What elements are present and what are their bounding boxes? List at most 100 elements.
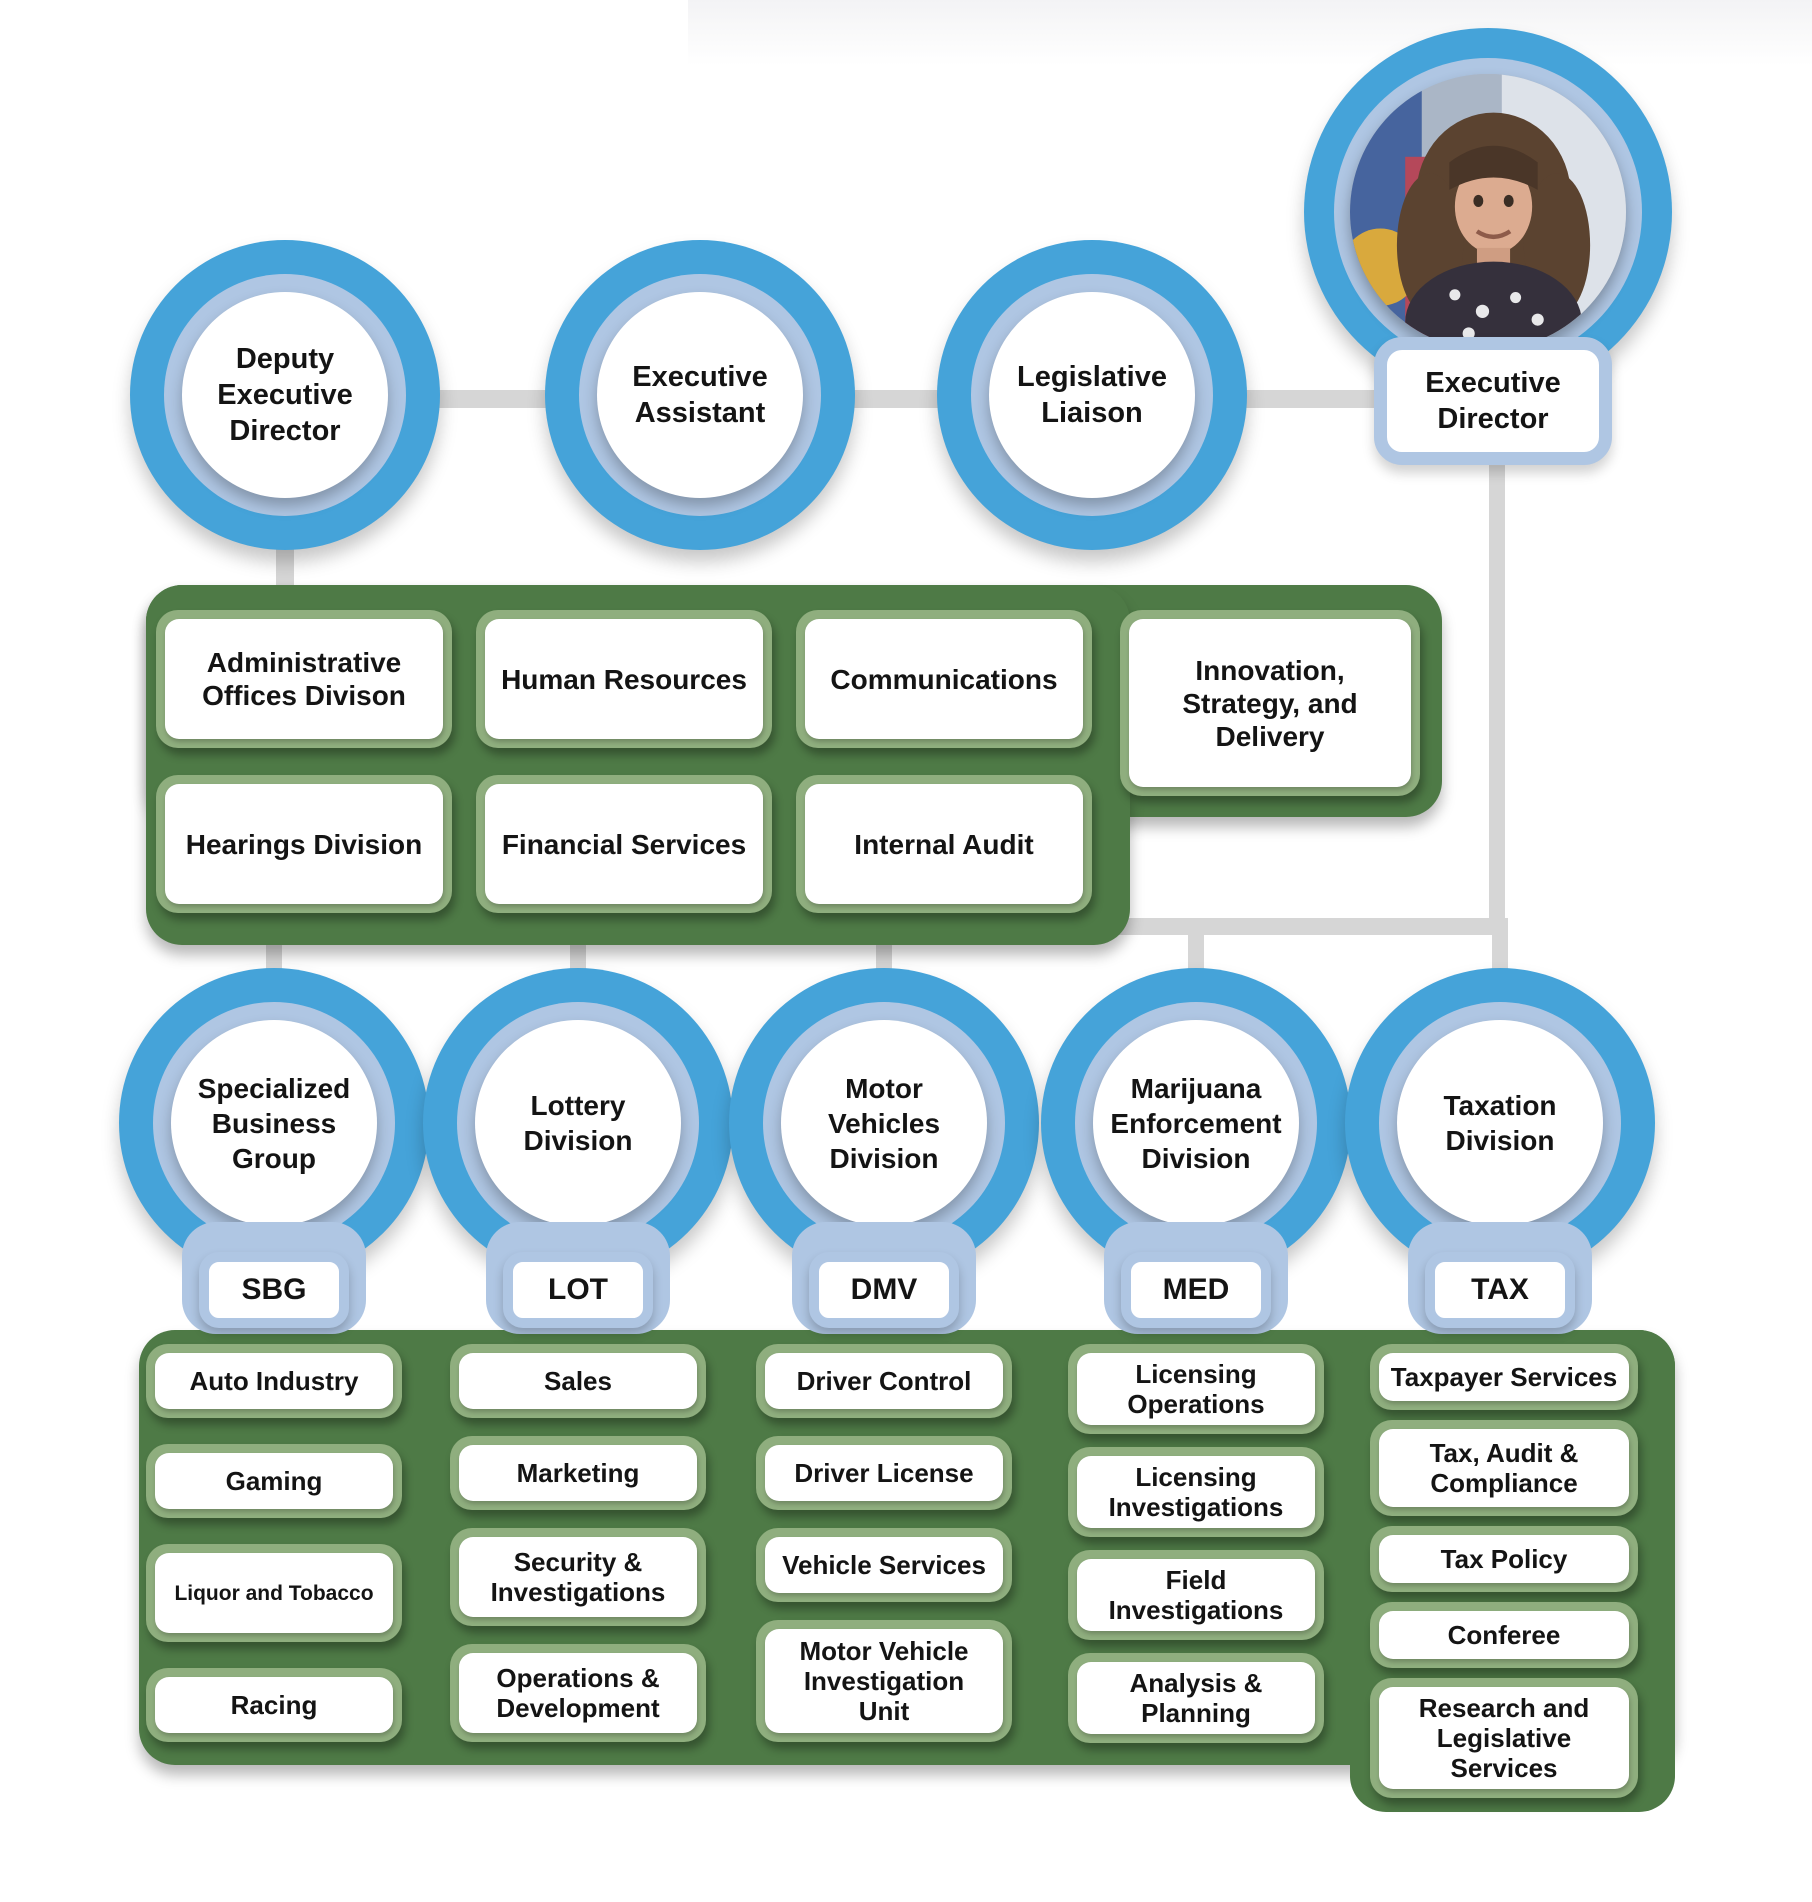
unit-driver-control: Driver Control: [756, 1344, 1012, 1418]
unit-label: Innovation, Strategy, and Delivery: [1182, 654, 1358, 752]
badge-dmv: DMV: [809, 1252, 959, 1328]
connector-executive-down: [1489, 450, 1505, 935]
unit-marketing: Marketing: [450, 1436, 706, 1510]
executive-director-photo-circle: [1304, 28, 1672, 396]
unit-racing: Racing: [146, 1668, 402, 1742]
unit-licensing-investigations: Licensing Investigations: [1068, 1447, 1324, 1537]
circle-marijuana-enforcement-division: Marijuana Enforcement Division: [1041, 968, 1351, 1278]
unit-label: Conferee: [1447, 1620, 1561, 1650]
circle-label: Legislative Liaison: [1017, 361, 1167, 429]
badge-label: TAX: [1471, 1273, 1529, 1306]
badge-label: DMV: [850, 1273, 918, 1306]
circle-inner-ring: Executive Assistant: [579, 274, 821, 516]
badge-label: LOT: [548, 1273, 608, 1306]
circle-label: Deputy Executive Director: [217, 343, 353, 447]
unit-label: Driver Control: [796, 1366, 972, 1396]
unit-label: Driver License: [794, 1458, 974, 1488]
circle-deputy-executive-director: Deputy Executive Director: [130, 240, 440, 550]
unit-operations-development: Operations & Development: [450, 1644, 706, 1742]
circle-core: Specialized Business Group: [171, 1020, 377, 1226]
page-top-strip: [688, 0, 1812, 66]
circle-core: Lottery Division: [475, 1020, 681, 1226]
circle-legislative-liaison: Legislative Liaison: [937, 240, 1247, 550]
circle-label: Executive Assistant: [632, 361, 768, 429]
badge-lot: LOT: [503, 1252, 653, 1328]
unit-field-investigations: Field Investigations: [1068, 1550, 1324, 1640]
unit-innovation-strategy-delivery: Innovation, Strategy, and Delivery: [1120, 610, 1420, 796]
circle-inner-ring: Specialized Business Group: [153, 1002, 395, 1244]
unit-label: Vehicle Services: [782, 1550, 986, 1580]
unit-communications: Communications: [796, 610, 1092, 748]
unit-tax-policy: Tax Policy: [1370, 1526, 1638, 1592]
circle-inner-ring: Lottery Division: [457, 1002, 699, 1244]
unit-label: Tax, Audit & Compliance: [1429, 1438, 1579, 1498]
unit-label: Licensing Operations: [1127, 1359, 1265, 1419]
unit-label: Human Resources: [501, 663, 747, 695]
unit-label: Racing: [230, 1690, 318, 1720]
unit-liquor-and-tobacco: Liquor and Tobacco: [146, 1544, 402, 1642]
portrait-image: [1350, 74, 1626, 350]
circle-core: Executive Assistant: [597, 292, 803, 498]
unit-security-investigations: Security & Investigations: [450, 1528, 706, 1626]
unit-hearings-division: Hearings Division: [156, 775, 452, 913]
executive-director-label: Executive Director: [1425, 367, 1561, 435]
circle-core: Deputy Executive Director: [182, 292, 388, 498]
unit-vehicle-services: Vehicle Services: [756, 1528, 1012, 1602]
unit-label: Auto Industry: [189, 1366, 359, 1396]
unit-label: Liquor and Tobacco: [174, 1581, 374, 1605]
unit-label: Licensing Investigations: [1108, 1462, 1284, 1522]
unit-label: Field Investigations: [1108, 1565, 1284, 1625]
circle-label: Motor Vehicles Division: [827, 1072, 941, 1174]
badge-sbg: SBG: [199, 1252, 349, 1328]
unit-label: Security & Investigations: [490, 1547, 666, 1607]
circle-lottery-division: Lottery Division: [423, 968, 733, 1278]
badge-tax: TAX: [1425, 1252, 1575, 1328]
circle-label: Taxation Division: [1443, 1090, 1557, 1156]
circle-inner-ring: Marijuana Enforcement Division: [1075, 1002, 1317, 1244]
badge-label: MED: [1162, 1273, 1230, 1306]
circle-core: Legislative Liaison: [989, 292, 1195, 498]
unit-gaming: Gaming: [146, 1444, 402, 1518]
unit-label: Operations & Development: [496, 1663, 660, 1723]
unit-driver-license: Driver License: [756, 1436, 1012, 1510]
unit-motor-vehicle-investigation-unit: Motor Vehicle Investigation Unit: [756, 1620, 1012, 1742]
unit-human-resources: Human Resources: [476, 610, 772, 748]
unit-label: Motor Vehicle Investigation Unit: [799, 1636, 969, 1726]
circle-label: Lottery Division: [523, 1090, 633, 1156]
circle-label: Specialized Business Group: [197, 1072, 351, 1174]
unit-taxpayer-services: Taxpayer Services: [1370, 1344, 1638, 1410]
unit-label: Tax Policy: [1440, 1544, 1568, 1574]
circle-core: Motor Vehicles Division: [781, 1020, 987, 1226]
unit-label: Financial Services: [501, 828, 747, 860]
unit-label: Sales: [544, 1366, 612, 1396]
executive-director-box: Executive Director: [1374, 337, 1612, 465]
executive-director-portrait: [1350, 74, 1626, 350]
photo-inner-ring: [1334, 58, 1642, 366]
unit-label: Taxpayer Services: [1390, 1362, 1618, 1392]
unit-financial-services: Financial Services: [476, 775, 772, 913]
circle-inner-ring: Legislative Liaison: [971, 274, 1213, 516]
unit-internal-audit: Internal Audit: [796, 775, 1092, 913]
unit-label: Communications: [830, 663, 1058, 695]
unit-label: Administrative Offices Divison: [202, 647, 406, 711]
unit-label: Analysis & Planning: [1129, 1668, 1263, 1728]
unit-research-legislative-services: Research and Legislative Services: [1370, 1678, 1638, 1798]
circle-executive-assistant: Executive Assistant: [545, 240, 855, 550]
unit-sales: Sales: [450, 1344, 706, 1418]
unit-tax-audit-compliance: Tax, Audit & Compliance: [1370, 1420, 1638, 1516]
badge-med: MED: [1121, 1252, 1271, 1328]
unit-administrative-offices-division: Administrative Offices Divison: [156, 610, 452, 748]
circle-inner-ring: Motor Vehicles Division: [763, 1002, 1005, 1244]
unit-licensing-operations: Licensing Operations: [1068, 1344, 1324, 1434]
unit-label: Hearings Division: [185, 828, 423, 860]
circle-core: Marijuana Enforcement Division: [1093, 1020, 1299, 1226]
unit-conferee: Conferee: [1370, 1602, 1638, 1668]
unit-label: Internal Audit: [854, 828, 1034, 860]
circle-inner-ring: Deputy Executive Director: [164, 274, 406, 516]
unit-label: Research and Legislative Services: [1418, 1693, 1590, 1783]
badge-label: SBG: [241, 1273, 307, 1306]
circle-core: Taxation Division: [1397, 1020, 1603, 1226]
unit-auto-industry: Auto Industry: [146, 1344, 402, 1418]
circle-taxation-division: Taxation Division: [1345, 968, 1655, 1278]
